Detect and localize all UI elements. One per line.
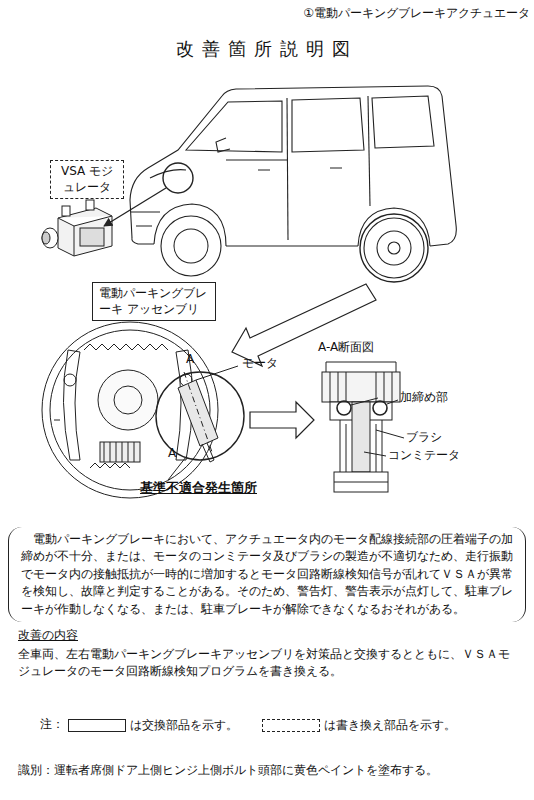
brake-drawing [42,322,244,498]
legend-swatch [262,719,320,732]
legend-swatch [68,719,126,732]
description-frame: 電動パーキングブレーキにおいて、アクチュエータ内のモータ配線接続部の圧着端子の加… [8,527,526,622]
vsa-modulator-drawing [42,200,112,256]
replace-part-box: 電動パーキングブレーキ アッセンブリ [92,282,216,321]
section-heading: 改善の内容 [18,628,78,643]
legend-text: は書き換え部品を示す。 [324,718,456,733]
note-label: 注： [40,717,64,732]
section-drawing [322,362,404,492]
part-name: モータ [242,356,278,371]
nonconformity-label: 基準不適合発生箇所 [140,480,257,496]
part-name: ブラシ [406,430,442,445]
remedy-text: 全車両、左右電動パーキングブレーキアッセンブリを対策品と交換するとともに、ＶＳＡ… [18,646,518,681]
identification-text: 識別：運転者席側ドア上側ヒンジ上側ボルト頭部に黄色ペイントを塗布する。 [18,762,528,779]
section-mark: A [186,352,194,367]
view-title: A-A断面図 [318,340,374,355]
legend-text: は交換部品を示す。 [130,718,238,733]
title: 改善箇所説明図 [176,38,358,61]
part-name: コンミテータ [388,448,460,463]
car-drawing [130,86,456,282]
section-mark: A [168,446,176,461]
page-tag: ①電動パーキングブレーキアクチュエータ [303,6,530,21]
node-text: 電動パーキングブレーキ アッセンブリ [99,286,209,317]
node-text: 電動パーキングブレーキにおいて、アクチュエータ内のモータ配線接続部の圧着端子の加… [21,531,513,618]
hollow-arrow [250,402,314,438]
node-text: VSA モジュレータ [59,164,115,195]
hollow-arrow [232,284,376,366]
rewrite-part-box: VSA モジュレータ [50,160,124,199]
part-name: 加締め部 [400,390,448,405]
